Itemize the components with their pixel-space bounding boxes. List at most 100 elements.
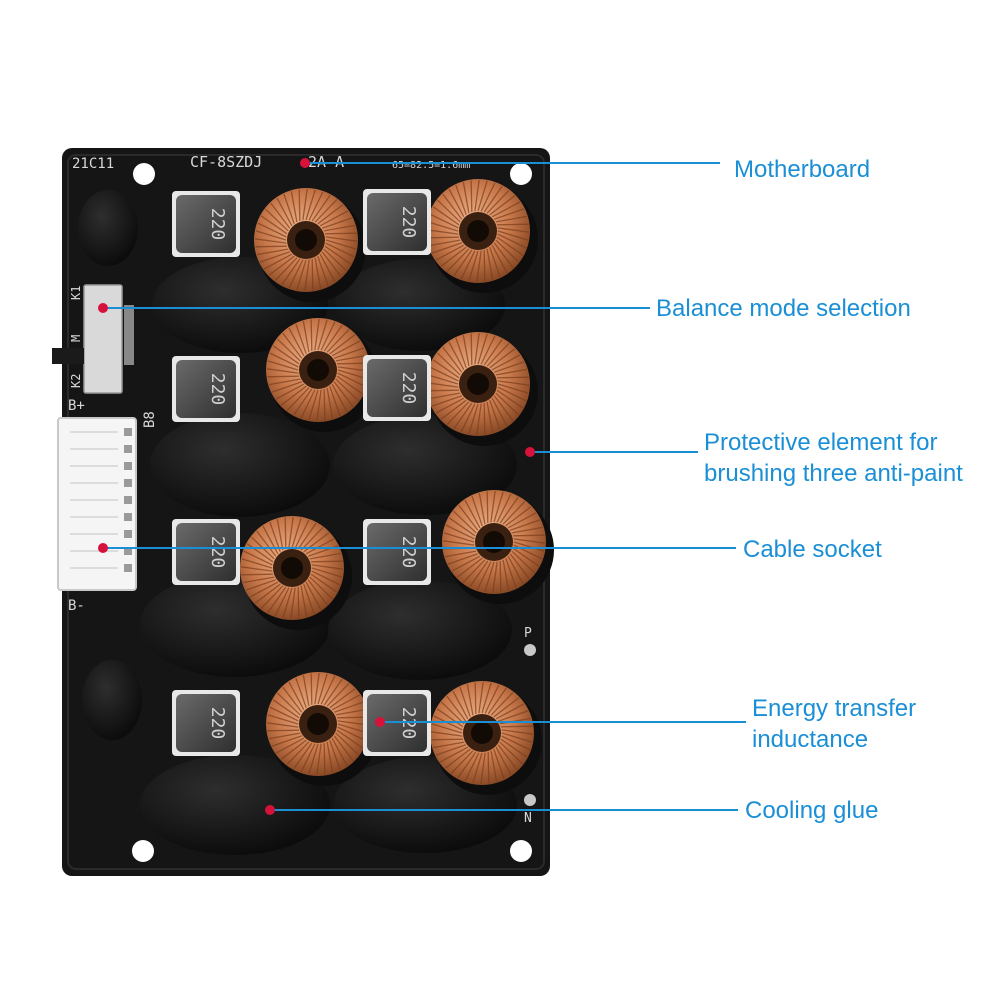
toroid-wire [489,246,501,278]
toroid-wire [274,587,290,617]
toroid-wire [453,402,473,430]
toroid-wire [505,506,532,527]
toroid-wire [460,250,476,280]
toroid-wire [490,750,498,782]
toroid-wire [464,752,480,782]
mounting-hole-tr [510,163,532,185]
toroid-inductor [254,188,366,302]
inductor-body [176,523,236,581]
toroid-wire [462,182,470,214]
label-protective-element-line2: brushing three anti-paint [704,460,963,487]
toroid-inductor [266,672,378,786]
toroid-wire [468,250,479,282]
toroid-wire [453,249,473,277]
silk-k2: K2 [69,374,83,388]
toroid-wire [323,248,348,272]
smd-inductor: 220 [363,355,431,421]
inductor-marking: 220 [398,372,419,405]
toroid-wire [452,510,477,534]
toroid-wire [249,581,279,598]
callout-marker [375,717,385,727]
toroid-wire [442,540,475,546]
toroid-wire [431,723,463,734]
toroid-wire [294,519,310,549]
toroid-wire [429,392,461,400]
toroid-wire [309,552,341,560]
switch-slot [124,305,134,365]
toroid-wire [307,579,328,606]
toroid-inductor [430,681,542,795]
toroid-wire [470,333,473,365]
toroid-wire [444,748,471,769]
toroid-wire [446,695,467,722]
toroid-wire [314,672,320,705]
smd-inductor: 220 [172,690,240,756]
toroid-wire [442,193,463,220]
toroid-wire [274,257,298,282]
toroid-wire [435,397,465,414]
toroid-wire [457,751,477,779]
switch-lever [52,348,84,364]
toroid-wire [448,188,465,218]
toroid-wire [288,516,294,549]
toroid-wire [487,752,490,784]
toroid-wire [440,701,465,725]
toroid-wire [286,387,310,412]
silk-n: N [524,811,532,826]
toroid-wire [325,239,357,250]
toroid-wire [280,385,307,406]
toroid-wire [319,253,336,283]
toroid-wire [293,742,313,770]
toroid-wire [486,491,489,523]
inductor-body [367,359,427,417]
toroid-wire [495,368,527,376]
toroid-wire [501,732,533,743]
toroid-wire [256,530,277,557]
toroid-wire [499,561,502,593]
toroid-wire [275,383,305,400]
inductor-body [176,195,236,253]
toroid-wire [257,248,289,256]
toroid-wire [272,699,300,719]
toroid-wire [260,585,284,610]
toroid-wire [300,585,308,617]
toroid-wire [511,550,536,574]
toroid-wire [491,201,521,218]
toroid-wire [314,198,338,223]
toroid-wire [427,374,459,385]
toroid-wire [462,335,470,367]
toroid-wire [493,491,504,523]
toroid-wire [480,335,496,365]
toroid-wire [460,403,476,433]
callout-marker [98,543,108,553]
toroid-wire [288,327,305,357]
smd-inductor: 220 [363,519,431,585]
toroid-wire [293,388,313,416]
toroid-wire [271,381,303,393]
toroid-wire [311,564,344,570]
silk-k1: K1 [69,286,83,300]
toroid-inductor [266,318,378,432]
toroid-wire [489,399,501,431]
toroid-wire [484,684,500,714]
toroid-wire [241,573,273,576]
toroid-wire [489,195,516,216]
toroid-wire [509,553,530,580]
toroid-wire [284,517,287,549]
toroid-wire [317,204,344,225]
smd-inductor: 220 [172,356,240,422]
toroid-wire [427,221,459,232]
toroid-wire [329,385,341,417]
toroid-wire [303,583,315,615]
toroid-wire [491,397,508,427]
toroid-wire [335,354,367,362]
socket-pin [124,462,132,470]
inductor-body [367,193,427,251]
silk-b-plus: B+ [68,398,85,414]
toroid-wire [426,229,459,235]
toroid-wire [243,550,273,566]
toroid-wire [497,380,530,386]
toroid-wire [501,725,533,728]
